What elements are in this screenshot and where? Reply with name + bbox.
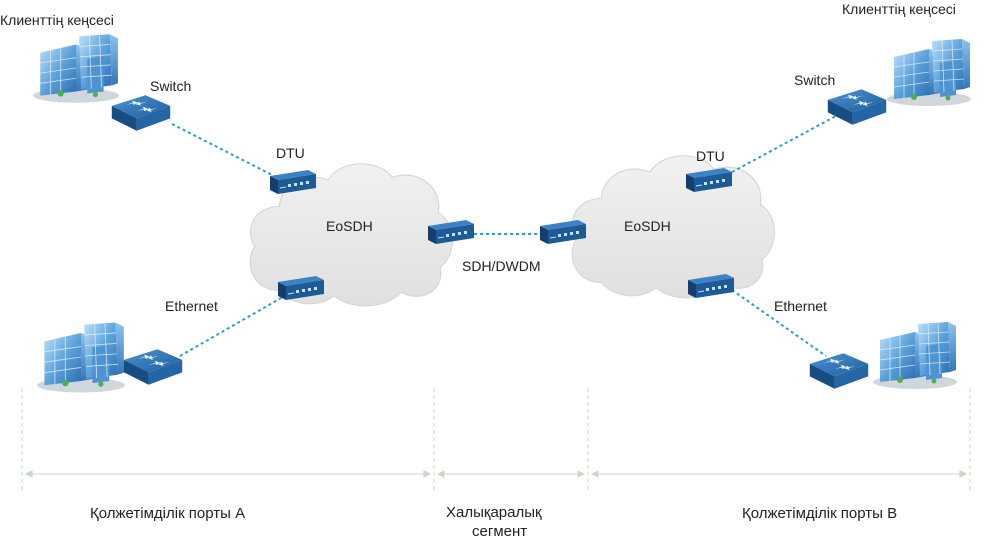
ethernet-right-label: Ethernet — [774, 298, 827, 314]
segment-middle-label-line1: Халықаралық — [446, 504, 542, 521]
office-right-label: Клиенттің кеңсесі — [842, 1, 956, 17]
segment-middle-label-line2: сегмент — [472, 523, 528, 539]
switch-icon-top-left — [111, 95, 171, 131]
cloud-right-shape — [571, 155, 776, 299]
switch-right-label: Switch — [794, 72, 836, 88]
switch-left-label: Switch — [150, 78, 192, 94]
dtu-left-label: DTU — [276, 145, 305, 161]
building-icon-bottom-left — [36, 322, 126, 394]
office-left-label: Клиенттің кеңсесі — [0, 12, 114, 28]
segment-separators — [21, 388, 971, 490]
switch-icon-top-right — [827, 89, 887, 125]
building-icon-top-right — [886, 38, 972, 107]
link-lines — [171, 115, 837, 357]
cloud-right-label: EoSDH — [624, 218, 671, 234]
switch-icon-bottom-right — [809, 353, 869, 389]
building-icon-bottom-right — [872, 321, 958, 390]
segment-ranges — [24, 470, 968, 478]
link-ethernet-right — [731, 289, 827, 357]
switch-icon-bottom-left — [123, 349, 183, 385]
cloud-left-label: EoSDH — [326, 218, 373, 234]
dtu-right-label: DTU — [696, 148, 725, 164]
sdh-dwdm-label: SDH/DWDM — [462, 258, 541, 274]
ethernet-left-label: Ethernet — [165, 298, 218, 314]
link-ethernet-left — [179, 293, 289, 357]
segment-right-label: Қолжетімділік порты B — [742, 505, 898, 522]
building-icon-top-left — [32, 33, 120, 104]
link-switch-dtu-left — [171, 123, 279, 179]
link-switch-dtu-right — [731, 115, 837, 173]
segment-left-label: Қолжетімділік порты A — [90, 505, 246, 522]
